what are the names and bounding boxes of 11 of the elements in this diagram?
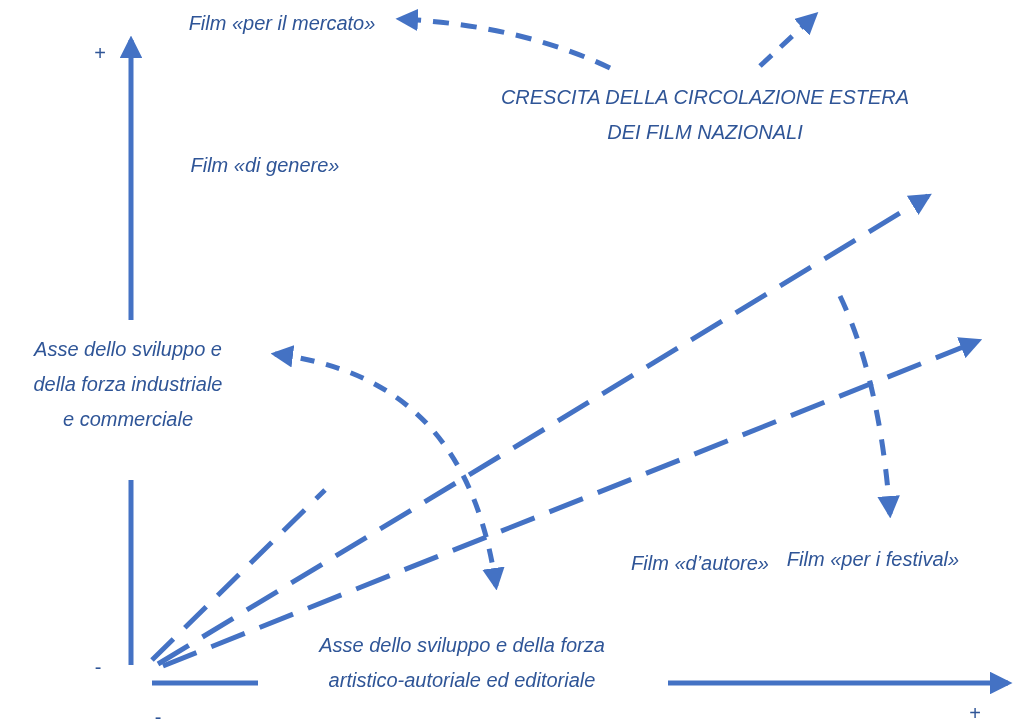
minus-sign: -	[93, 655, 103, 680]
film-category-label: Film «d’autore»	[630, 551, 770, 576]
film-category-label: Film «di genere»	[189, 153, 341, 178]
axis-label: Asse dello sviluppo e della forza industriale e commerciale	[32, 337, 224, 432]
plus-sign: +	[968, 701, 982, 726]
minus-sign: -	[153, 705, 163, 728]
film-category-label: Film «per il mercato»	[187, 11, 377, 36]
film-category-label: Film «per i festival»	[785, 547, 961, 572]
axis-label: Asse dello sviluppo e della forza artistico-autoriale ed editoriale	[317, 633, 606, 693]
plus-sign: +	[93, 41, 107, 66]
title-label: CRESCITA DELLA CIRCOLAZIONE ESTERA DEI FILM NAZIONALI	[499, 85, 911, 145]
